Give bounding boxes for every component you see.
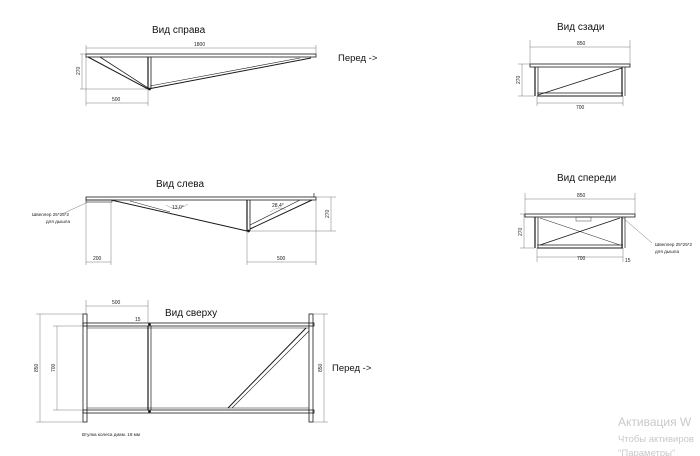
view-back-title: Вид сзади [557,22,604,33]
view-top-title: Вид сверху [165,308,217,319]
watermark-line1: Активация W [618,415,692,429]
view-front-title: Вид спереди [557,173,616,184]
view-top-dim-right: 850 [313,313,328,423]
view-front-height-label: 270 [518,227,524,236]
view-left-right-label: 500 [277,256,286,262]
view-top-outer-label: 850 [34,363,40,372]
view-left-channel-note-line2: для дышла [46,219,70,224]
view-left-dim-left: 200 [85,202,112,265]
view-left-height-label: 270 [325,209,331,218]
view-front-inner-label: 700 [577,256,586,262]
view-back-dim-inner: 700 [536,96,624,111]
view-left-dim-height: 270 [250,196,336,232]
view-top-hub-note: Втулка колеса диам. 18 мм [82,432,140,437]
watermark-line2: Чтобы активиров [618,434,694,445]
view-top: Вид сверху 500 15 [34,300,372,437]
watermark-line3: "Параметры" [618,448,675,456]
view-top-offset-label: 500 [112,300,121,306]
view-right-title: Вид справа [152,25,206,36]
view-right-dim-length: 1800 [85,42,317,54]
view-right-length-label: 1800 [194,42,205,48]
view-top-small-label: 15 [135,317,141,323]
view-top-dim-inner: 700 [51,325,83,411]
view-back-dim-height: 270 [516,63,535,97]
view-front: Вид спереди 850 270 [518,173,693,264]
view-left-channel-note-line1: Швеллер 25*25*2 [32,212,70,217]
view-left-frame [85,193,317,233]
activation-watermark: Активация W Чтобы активиров "Параметры" [618,415,694,456]
view-right-dim-offset: 500 [85,57,149,106]
view-left-left-label: 200 [93,256,102,262]
view-back: Вид сзади 850 270 700 [516,22,631,111]
view-left-title: Вид слева [156,179,204,190]
view-front-frame [524,213,636,249]
view-right: Вид справа 1800 270 [76,25,378,106]
view-top-front-arrow: Перед -> [332,363,372,374]
view-front-channel-note-line1: Швеллер 25*25*2 [655,242,693,247]
view-top-dim-offset: 500 15 [85,300,149,324]
view-top-inner-label: 700 [51,363,57,372]
view-front-dim-width: 850 [524,193,636,214]
view-left: Вид слева 13,0° 28,4° Швеллер 25*25*2 дл… [32,179,336,265]
view-top-dim-outer: 850 [34,313,83,423]
view-back-dim-width: 850 [529,40,631,64]
view-top-frame [82,313,315,423]
view-left-channel-note: Швеллер 25*25*2 для дышла [32,201,89,224]
view-left-angle-2: 28,4° [272,203,284,209]
view-front-channel-note: Швеллер 25*25*2 для дышла [622,217,693,254]
view-back-inner-label: 700 [576,105,585,111]
view-back-height-label: 270 [516,75,522,84]
view-front-width-label: 850 [577,193,586,199]
view-left-angle-1: 13,0° [172,205,184,211]
view-front-channel-note-line2: для дышла [655,249,679,254]
view-right-dim-height: 270 [76,53,148,90]
view-right-height-label: 270 [76,66,82,75]
view-right-offset-label: 500 [112,97,121,103]
view-right-frame [85,53,317,91]
view-right-front-arrow: Перед -> [338,53,378,64]
view-back-width-label: 850 [577,41,586,47]
view-front-dim-inner: 700 15 [536,248,631,264]
view-back-frame [529,63,631,97]
view-left-dim-right: 500 [246,200,317,265]
view-top-right-label: 850 [318,363,324,372]
view-front-dim-height: 270 [518,213,535,249]
view-front-small-label: 15 [625,258,631,264]
